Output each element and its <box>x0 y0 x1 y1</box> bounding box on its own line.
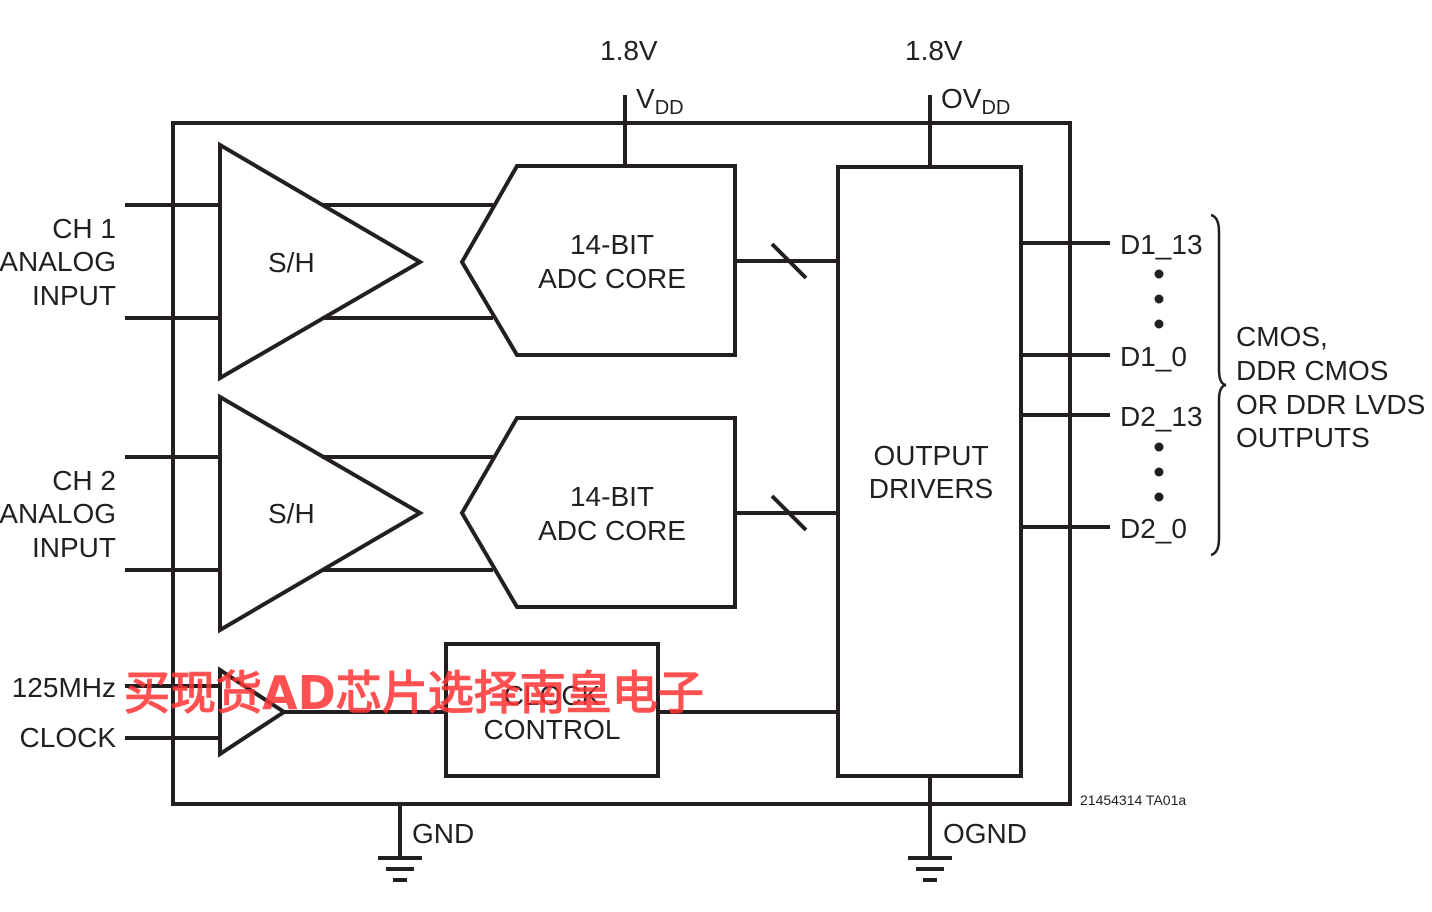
clock-control-label-2: CONTROL <box>484 714 621 745</box>
ognd-label: OGND <box>943 818 1027 849</box>
ch2-label-3: INPUT <box>32 532 116 563</box>
clock-control <box>444 642 660 778</box>
clock-label-2: CLOCK <box>20 722 117 753</box>
ch2-label-1: CH 2 <box>52 465 116 496</box>
pin-d2-13-label: D2_13 <box>1120 401 1203 432</box>
vdd-label: VDD <box>636 83 684 119</box>
adc-core-2 <box>459 416 737 609</box>
adc1-bus-slash <box>770 242 808 280</box>
clock-label-1: 125MHz <box>12 672 116 703</box>
gnd-label: GND <box>412 818 474 849</box>
sample-hold-2 <box>218 393 424 634</box>
bus-ellipsis-dots <box>1154 269 1164 502</box>
vdd-voltage: 1.8V <box>600 35 658 66</box>
output-drivers-label-2: DRIVERS <box>869 473 993 504</box>
ovdd-voltage: 1.8V <box>905 35 963 66</box>
pin-d1-13-label: D1_13 <box>1120 229 1203 260</box>
adc-core-1-label-1: 14-BIT <box>570 229 654 260</box>
sample-hold-2-label: S/H <box>268 498 315 529</box>
output-desc-3: OR DDR LVDS <box>1236 389 1425 420</box>
pin-d1-0-label: D1_0 <box>1120 341 1187 372</box>
adc-core-1 <box>459 164 737 357</box>
ch2-label-2: ANALOG <box>0 498 116 529</box>
figure-id: 21454314 TA01a <box>1080 792 1186 808</box>
output-desc-1: CMOS, <box>1236 321 1328 352</box>
adc2-bus-slash <box>770 494 808 532</box>
ovdd-label: OVDD <box>941 83 1010 119</box>
pin-d2-0-label: D2_0 <box>1120 513 1187 544</box>
ch1-label-1: CH 1 <box>52 213 116 244</box>
package-outline <box>171 121 1072 806</box>
output-drivers <box>836 165 1023 778</box>
output-desc-2: DDR CMOS <box>1236 355 1388 386</box>
output-desc-4: OUTPUTS <box>1236 422 1370 453</box>
sample-hold-1 <box>218 141 424 382</box>
adc-core-2-label-1: 14-BIT <box>570 481 654 512</box>
clock-buffer <box>218 666 288 758</box>
ch1-label-3: INPUT <box>32 280 116 311</box>
output-brace <box>1210 213 1227 557</box>
ch1-label-2: ANALOG <box>0 246 116 277</box>
clock-control-label-1: CLOCK <box>504 680 601 711</box>
output-drivers-label-1: OUTPUT <box>873 440 988 471</box>
watermark-text: 买现货AD芯片选择南皇电子 <box>124 666 704 720</box>
adc-core-2-label-2: ADC CORE <box>538 515 686 546</box>
adc-core-1-label-2: ADC CORE <box>538 263 686 294</box>
sample-hold-1-label: S/H <box>268 247 315 278</box>
